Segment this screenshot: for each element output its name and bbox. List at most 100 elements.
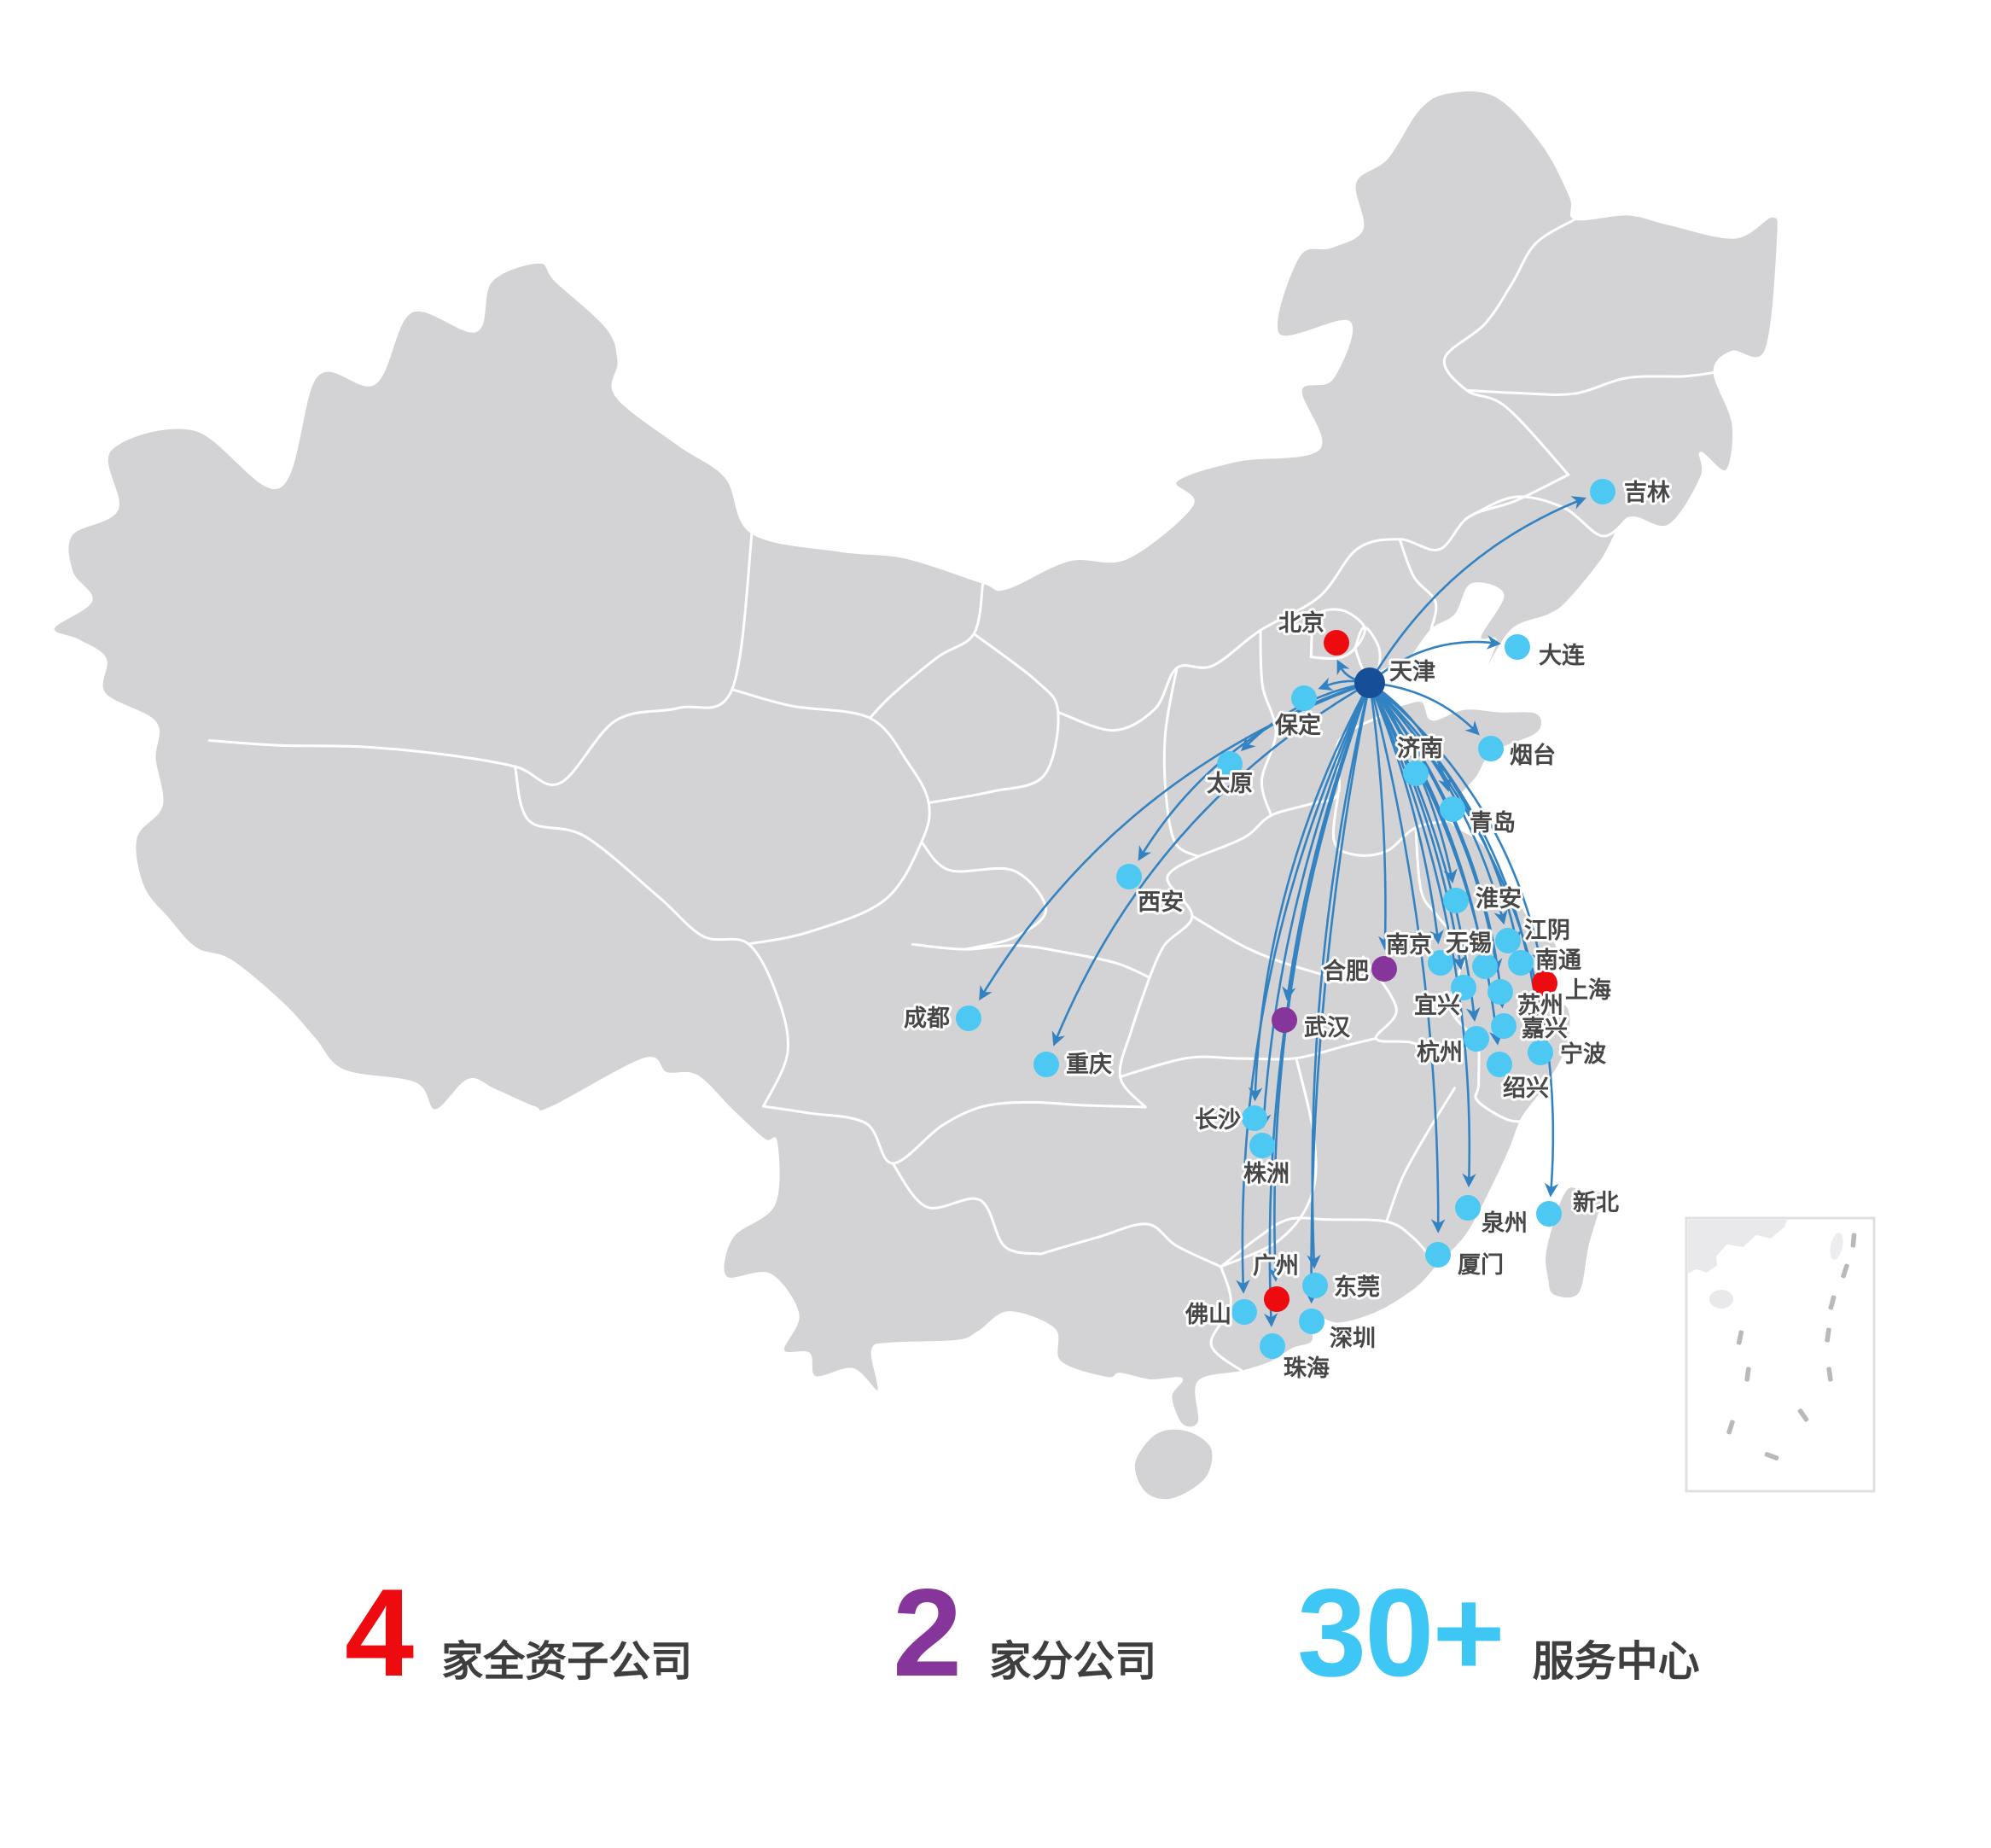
province-border-line: [1474, 1040, 1534, 1123]
city-label: 北京: [1278, 609, 1324, 636]
city-label: 烟台: [1510, 742, 1556, 768]
route-line-to-泉州: [1368, 682, 1476, 1188]
city-label: 厦门: [1458, 1252, 1504, 1278]
province-border-line: [1220, 1216, 1436, 1268]
city-label: 广州: [1253, 1253, 1299, 1279]
city-dot-subsidiary: [1324, 630, 1349, 656]
inset-dash-line-segment: [1826, 1367, 1833, 1382]
city-dot-service: [1425, 1242, 1451, 1268]
city-label: 宁波: [1560, 1041, 1607, 1067]
province-border-line: [1191, 914, 1365, 980]
inset-coastline: [1688, 1220, 1790, 1276]
country-landmass: [52, 90, 1779, 1501]
route-line-to-厦门: [1368, 682, 1446, 1233]
city-dot-service: [1491, 1013, 1517, 1039]
city-dot-service: [1478, 736, 1504, 761]
province-border-line: [207, 532, 754, 786]
city-dot-service: [1487, 979, 1513, 1005]
route-line-to-新北: [1369, 682, 1559, 1198]
inset-dash-line-segment: [1825, 1327, 1831, 1343]
route-line-to-大连: [1369, 635, 1501, 685]
city-label: 青岛: [1470, 809, 1516, 836]
inset-hainan: [1708, 1288, 1735, 1310]
city-label: 南通: [1535, 947, 1581, 973]
city-label: 西安: [1138, 889, 1184, 915]
inset-dash-line-segment: [1841, 1263, 1849, 1279]
city-label: 长沙: [1195, 1107, 1241, 1133]
city-label: 苏州: [1517, 993, 1563, 1018]
inset-dash-line-segment: [1850, 1233, 1857, 1248]
city-label: 淮安: [1476, 886, 1522, 912]
city-label: 宜兴: [1414, 992, 1460, 1018]
city-label: 武汉: [1304, 1015, 1351, 1041]
city-dot-service: [1302, 1273, 1328, 1298]
legend-item-branches: 2 家分公司: [893, 1571, 1156, 1695]
inset-dash-line-segment: [1744, 1367, 1751, 1382]
inset-dash-line-segment: [1736, 1330, 1744, 1345]
city-dots: [956, 479, 1616, 1359]
city-label: 杭州: [1417, 1039, 1463, 1065]
province-border-line: [1259, 628, 1278, 817]
city-dot-service: [1495, 928, 1521, 953]
province-border-line: [762, 1100, 1147, 1165]
subsidiaries-count: 4: [345, 1563, 414, 1702]
city-label: 上海: [1565, 977, 1611, 1003]
city-dot-service: [1451, 975, 1476, 1000]
province-border-line: [1209, 1265, 1244, 1373]
city-dot-service: [1464, 1026, 1489, 1052]
province-border-line: [927, 633, 1060, 804]
city-label: 吉林: [1624, 480, 1670, 505]
city-label: 济南: [1397, 736, 1443, 761]
province-border-line: [911, 942, 1151, 979]
province-border-line: [1039, 1222, 1223, 1268]
south-china-sea-inset: [1685, 1216, 1876, 1493]
city-label: 江阴: [1524, 918, 1570, 943]
route-line-to-佛山: [1236, 682, 1371, 1294]
city-label: 重庆: [1066, 1051, 1112, 1077]
route-lines: [979, 496, 1586, 1327]
inset-dash-line-segment: [1764, 1452, 1779, 1460]
city-dot-service: [1242, 1105, 1267, 1131]
city-label: 成都: [904, 1006, 950, 1031]
city-label: 太原: [1207, 771, 1253, 796]
city-dot-service: [1590, 479, 1616, 504]
city-dot-service: [1260, 1333, 1285, 1359]
route-line-to-合肥: [1368, 682, 1393, 951]
province-border-line: [868, 581, 985, 720]
route-line-to-嘉兴: [1368, 682, 1509, 1009]
city-label: 南京: [1386, 931, 1432, 958]
route-line-to-珠海: [1263, 682, 1371, 1327]
city-dot-service: [1528, 1040, 1553, 1065]
city-dot-service: [1231, 1299, 1257, 1325]
inset-dash-line-segment: [1726, 1420, 1735, 1435]
legend-item-subsidiaries: 4 家全资子公司: [345, 1571, 692, 1695]
city-dot-service: [1116, 864, 1142, 889]
city-dot-service: [956, 1006, 981, 1031]
inset-content: [1688, 1220, 1857, 1460]
province-border-line: [920, 841, 1048, 951]
branches-label: 家分公司: [989, 1639, 1157, 1685]
route-line-to-烟台: [1369, 681, 1480, 736]
province-border-line: [1385, 1087, 1457, 1223]
city-label: 大连: [1539, 642, 1586, 668]
city-dot-service: [1440, 796, 1465, 822]
city-label: 珠海: [1284, 1355, 1330, 1381]
province-border-line: [514, 765, 789, 1108]
city-dot-service: [1536, 1201, 1562, 1227]
province-border-line: [1332, 791, 1452, 857]
city-label: 嘉兴: [1522, 1016, 1568, 1041]
route-line-to-深圳: [1304, 682, 1371, 1304]
service-centers-label: 服务中心: [1532, 1639, 1700, 1685]
city-label: 东莞: [1334, 1274, 1380, 1300]
city-label: 保定: [1274, 712, 1321, 738]
inset-dash-line-segment: [1797, 1408, 1809, 1422]
inset-taiwan: [1828, 1231, 1845, 1262]
province-border-line: [1465, 370, 1716, 396]
route-line-to-株洲: [1257, 682, 1371, 1128]
route-line-to-上海: [1369, 681, 1546, 967]
city-dot-service: [1217, 751, 1243, 777]
province-border-line: [1398, 538, 1438, 632]
province-border-line: [891, 1162, 1042, 1256]
